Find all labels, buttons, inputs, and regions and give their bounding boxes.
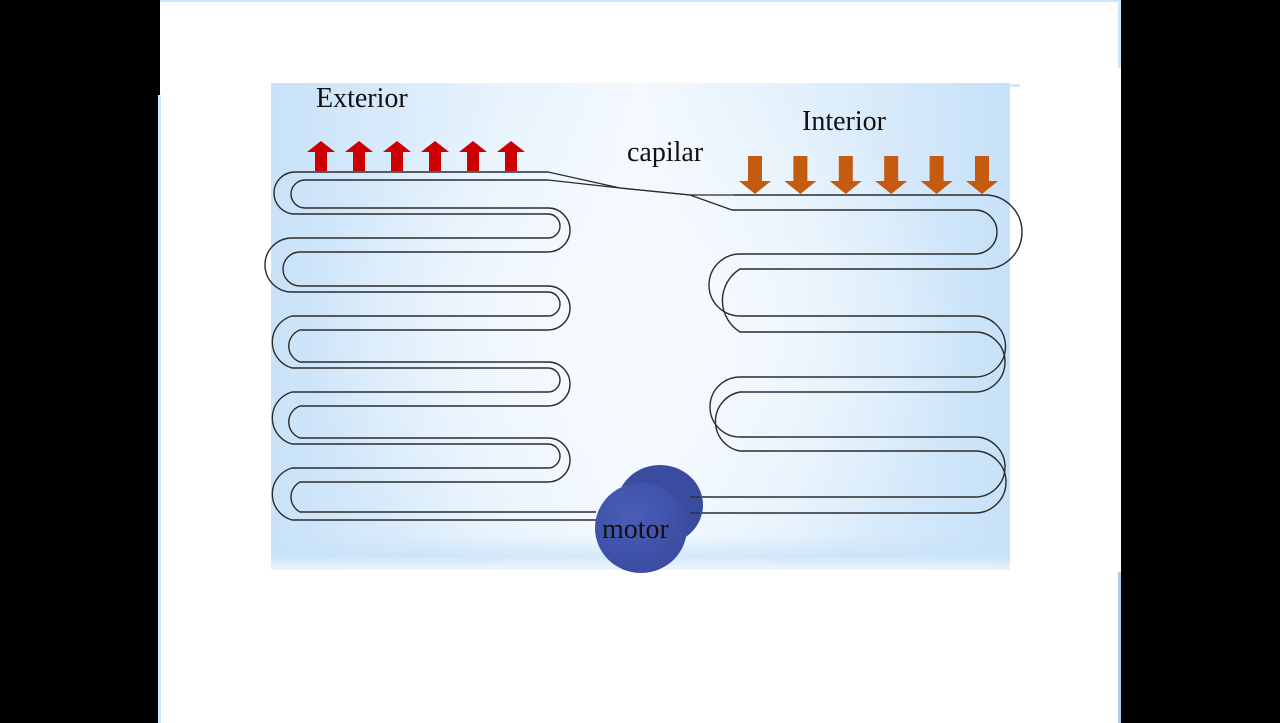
interior-label: Interior <box>802 106 886 137</box>
heat-out-arrow <box>307 141 335 171</box>
heat-in-arrow <box>966 156 998 194</box>
heat-out-arrow <box>383 141 411 171</box>
heat-in-arrow <box>784 156 817 194</box>
heat-in-arrows <box>739 156 998 194</box>
heat-in-arrow <box>739 156 771 194</box>
heat-out-arrow <box>459 141 487 171</box>
heat-in-arrow <box>920 156 953 194</box>
capillary-tube <box>547 171 734 211</box>
slide-border-right <box>1118 0 1121 68</box>
diagram-background-corner <box>1010 84 1020 87</box>
evaporator-tube-outer <box>700 194 1023 514</box>
motor-front <box>595 483 687 573</box>
heat-in-arrow <box>875 156 908 194</box>
evaporator-tube-inner <box>700 209 1007 498</box>
slide-border-left <box>158 95 161 723</box>
capillary-label: capilar <box>627 137 704 168</box>
condenser-tube-inner <box>282 179 596 513</box>
heat-out-arrows <box>307 141 525 171</box>
evaporator-coil <box>700 194 1023 514</box>
heat-out-arrow <box>497 141 525 171</box>
heat-out-arrow <box>421 141 449 171</box>
heat-out-arrow <box>345 141 373 171</box>
slide-border-right-lower <box>1118 572 1121 723</box>
exterior-label: Exterior <box>316 83 408 114</box>
motor-compressor <box>595 465 703 573</box>
condenser-coil <box>264 171 596 521</box>
condenser-tube-outer <box>264 171 596 521</box>
heat-in-arrow <box>829 156 862 194</box>
motor-label: motor <box>602 514 669 545</box>
